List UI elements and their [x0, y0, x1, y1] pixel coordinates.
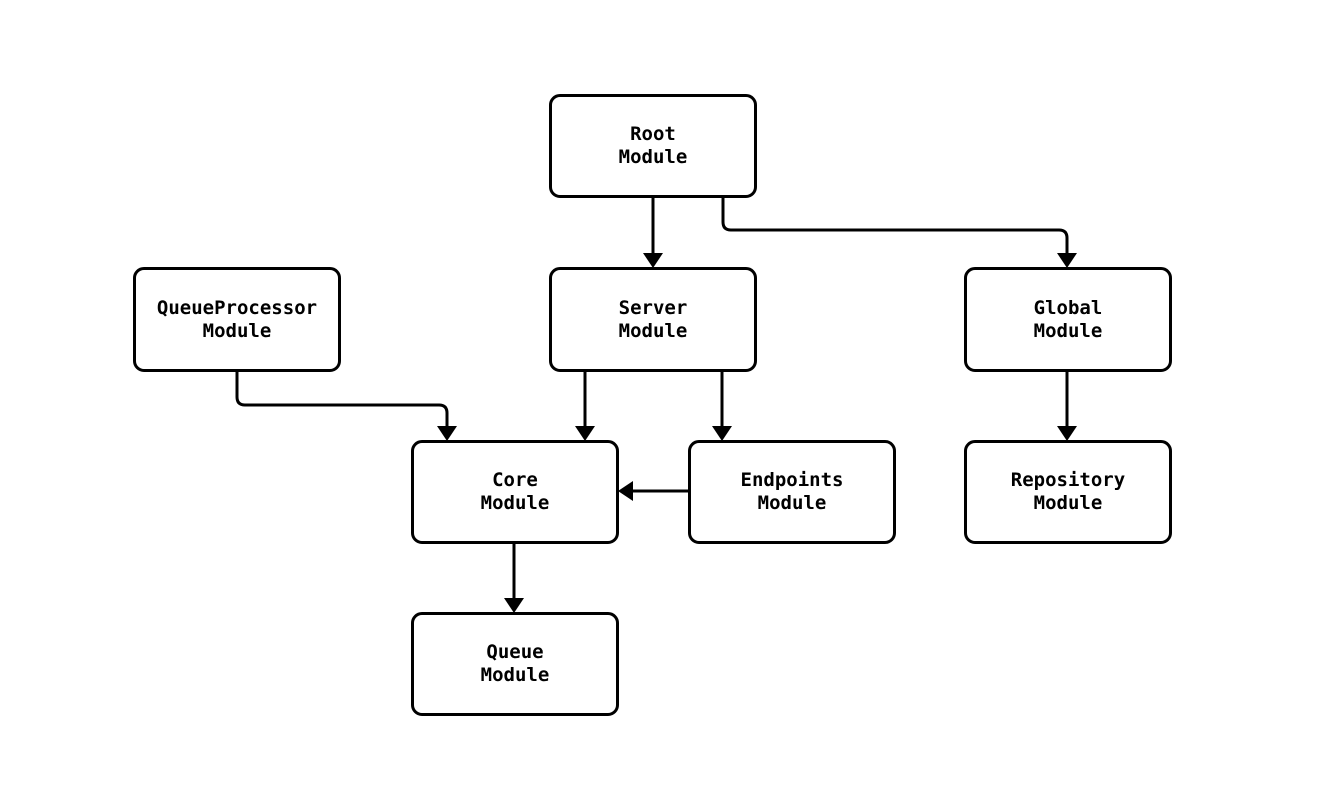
edge-global-to-repository: [1057, 370, 1077, 441]
arrowhead-down-icon: [437, 426, 457, 441]
node-server-module: Server Module: [549, 267, 757, 372]
node-label: Global Module: [1033, 296, 1103, 342]
arrowhead-left-icon: [618, 481, 633, 501]
edge-server-to-endpoints: [712, 370, 732, 441]
node-root-module: Root Module: [549, 94, 757, 198]
node-queueprocessor-module: QueueProcessor Module: [133, 267, 341, 372]
edge-root-to-server: [643, 196, 663, 268]
edge-endpoints-to-core: [618, 481, 690, 501]
edge-core-to-queue: [504, 542, 524, 613]
edge-root-to-global: [721, 196, 1077, 268]
node-label: Queue Module: [480, 641, 550, 686]
edge-queueprocessor-to-core: [235, 370, 457, 441]
node-global-module: Global Module: [964, 267, 1172, 372]
arrowhead-down-icon: [1057, 253, 1077, 268]
node-core-module: Core Module: [411, 440, 619, 544]
edge-server-to-core: [575, 370, 595, 441]
node-repository-module: Repository Module: [964, 440, 1172, 544]
edge-line: [721, 196, 1069, 256]
arrowhead-down-icon: [504, 598, 524, 613]
node-label: Root Module: [618, 123, 688, 168]
arrowhead-down-icon: [575, 426, 595, 441]
node-label: Repository Module: [1010, 469, 1126, 514]
node-endpoints-module: Endpoints Module: [688, 440, 896, 544]
edge-line: [235, 370, 449, 429]
arrowhead-down-icon: [1057, 426, 1077, 441]
arrowhead-down-icon: [643, 253, 663, 268]
node-label: QueueProcessor Module: [156, 296, 318, 342]
node-label: Server Module: [618, 296, 688, 342]
node-label: Core Module: [480, 469, 550, 514]
node-label: Endpoints Module: [740, 469, 844, 514]
node-queue-module: Queue Module: [411, 612, 619, 716]
arrowhead-down-icon: [712, 426, 732, 441]
